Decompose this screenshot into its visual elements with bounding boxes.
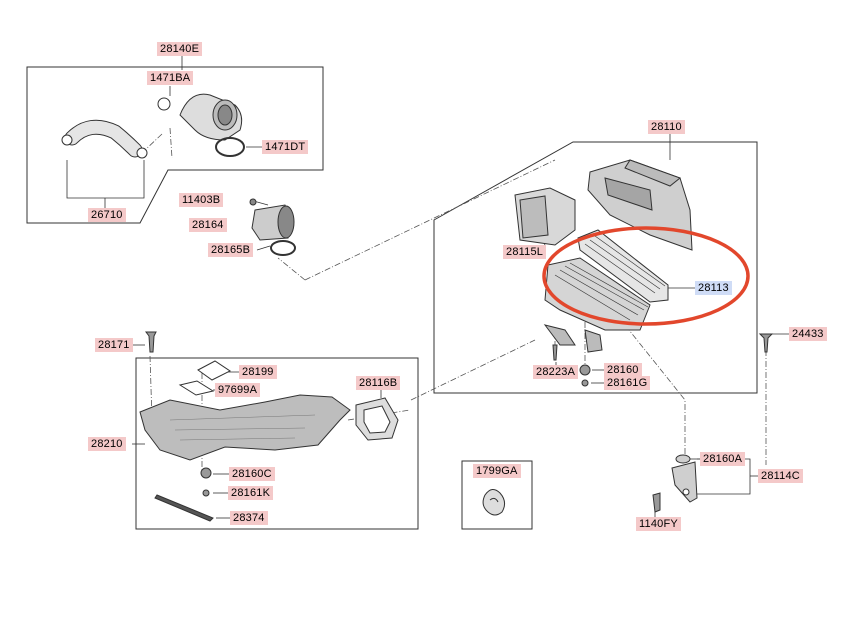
part-label-24433[interactable]: 24433 [789,327,827,341]
part-label-28115l[interactable]: 28115L [503,245,547,259]
grommet-28160c [200,467,212,479]
part-label-28160[interactable]: 28160 [604,363,642,377]
label-sticker-28199 [197,360,231,381]
part-label-28114c[interactable]: 28114C [758,469,803,483]
bushing-28161k [202,489,210,497]
gasket-28116b [355,397,399,441]
part-label-28210[interactable]: 28210 [88,437,126,451]
highlight-ring [542,226,750,326]
tape-97699a [178,380,215,396]
filter-element-28113 [577,229,669,303]
part-label-97699a[interactable]: 97699A [215,383,261,397]
strip-28374 [154,494,214,522]
duct-adapter-28140e [157,93,245,157]
part-label-28165b[interactable]: 28165B [208,243,254,257]
bushing-28161g [581,379,589,387]
part-label-28199[interactable]: 28199 [239,365,277,379]
air-cleaner-body [543,257,651,353]
part-label-28171[interactable]: 28171 [95,338,133,352]
bolt-28223a [552,344,558,361]
part-label-28160a[interactable]: 28160A [700,452,746,466]
part-label-11403b[interactable]: 11403B [179,193,224,207]
grommet-28160 [579,364,591,376]
part-label-1799ga[interactable]: 1799GA [473,464,521,478]
air-duct-28210 [139,394,351,461]
intake-hose-26710 [61,119,148,159]
bolt-28171 [145,331,157,353]
group-box-28210 [135,357,419,530]
mass-air-flow-sensor-28164 [249,198,296,256]
part-label-28140e[interactable]: 28140E [157,42,203,56]
part-label-26710[interactable]: 26710 [88,208,126,222]
part-label-28160c[interactable]: 28160C [229,467,275,481]
part-label-28110[interactable]: 28110 [648,120,685,134]
bracket-28114c [652,454,698,513]
bolt-24433 [758,333,774,353]
part-label-1140fy[interactable]: 1140FY [636,517,681,531]
group-box-28110 [433,141,758,394]
part-label-28161g[interactable]: 28161G [604,376,651,390]
part-label-1471dt[interactable]: 1471DT [262,140,309,154]
part-label-28164[interactable]: 28164 [189,218,227,232]
clip-1799ga [482,489,506,516]
group-box-28140e [26,66,324,224]
part-label-1471ba[interactable]: 1471BA [147,71,194,85]
duct-28115l [514,187,576,246]
part-label-28223a[interactable]: 28223A [533,365,579,379]
part-label-28161k[interactable]: 28161K [228,486,274,500]
part-label-28116b[interactable]: 28116B [356,376,401,390]
part-label-28113[interactable]: 28113 [695,281,732,295]
part-label-28374[interactable]: 28374 [230,511,268,525]
box-1799ga [461,460,533,530]
